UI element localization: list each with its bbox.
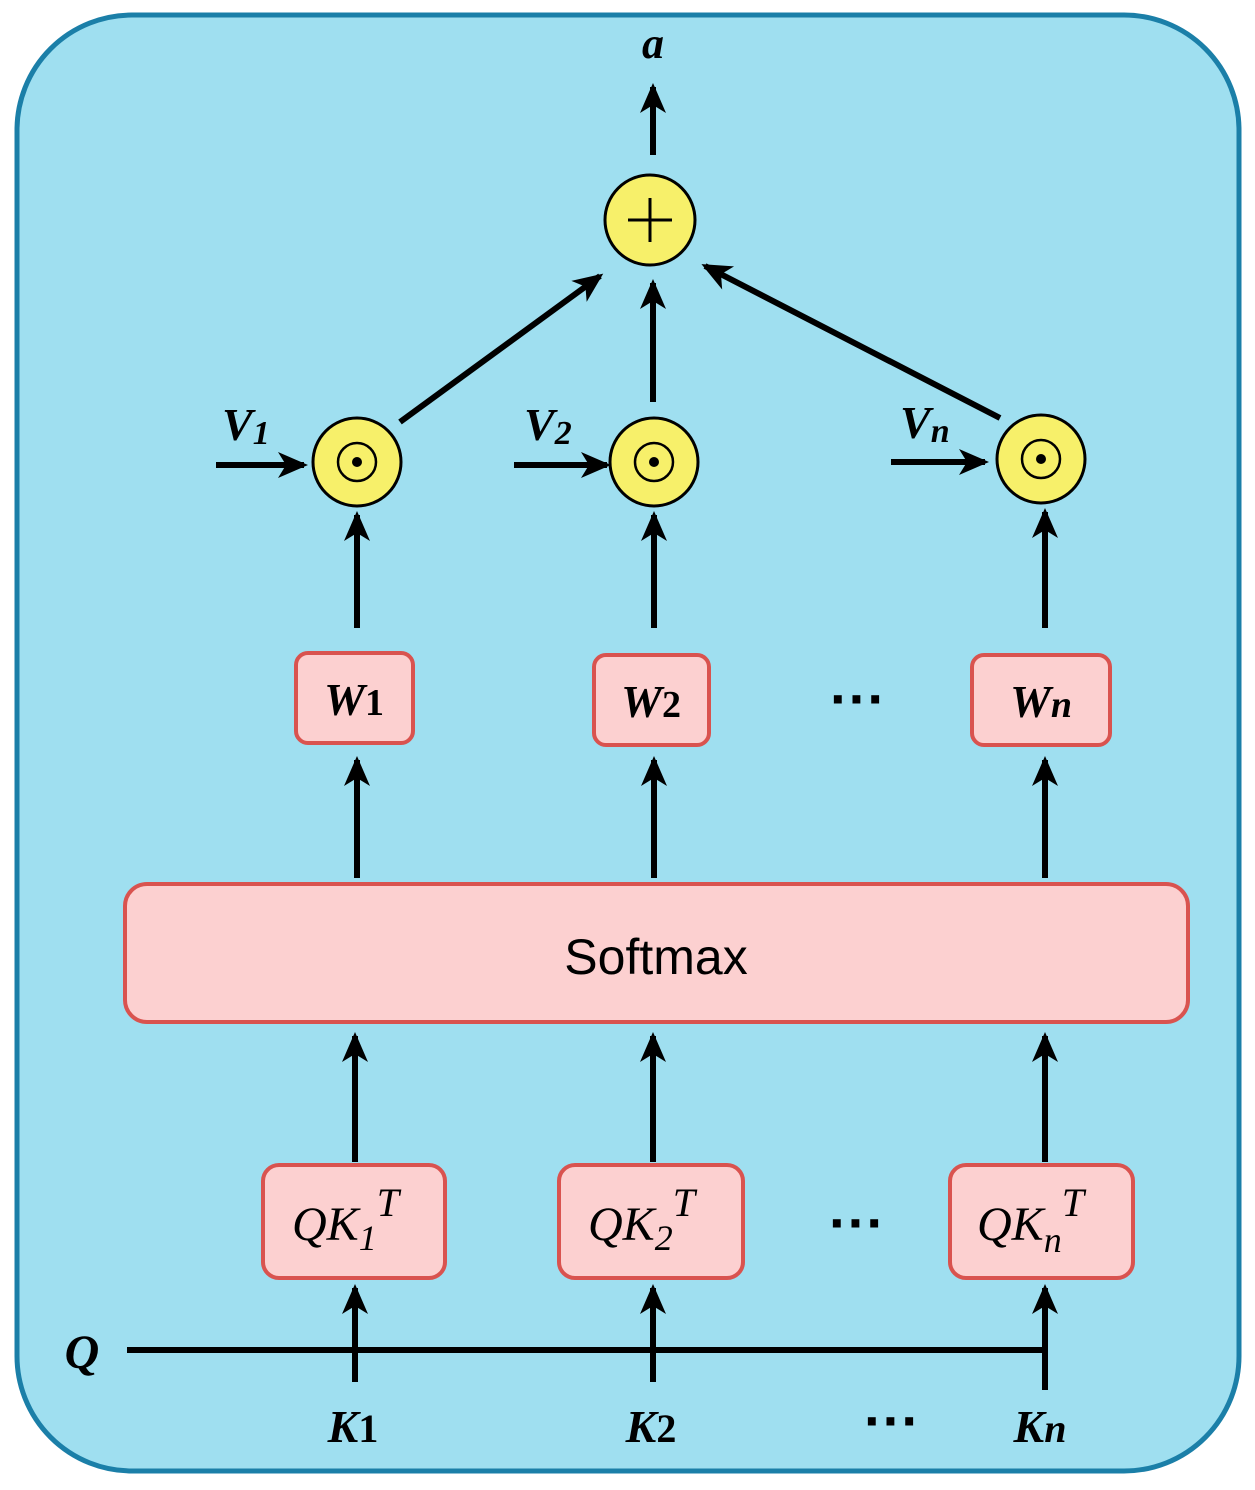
score-box-2: QK2T xyxy=(557,1163,745,1280)
keys-ellipsis: ··· xyxy=(864,1389,920,1452)
key-label-2: K2 xyxy=(625,1401,677,1452)
weight-box-n: Wn xyxy=(970,653,1112,747)
value-label-1: V1 xyxy=(222,399,270,452)
score-box-1: QK1T xyxy=(261,1163,447,1280)
output-label: a xyxy=(642,19,664,68)
value-label-2: V2 xyxy=(524,399,572,452)
value-label-n: Vn xyxy=(900,397,950,450)
svg-text:QKnT: QKnT xyxy=(977,1180,1087,1260)
svg-text:W1: W1 xyxy=(324,674,384,725)
svg-text:QK1T: QK1T xyxy=(292,1180,402,1258)
weights-ellipsis: ··· xyxy=(830,667,886,730)
product-node-n xyxy=(995,413,1087,505)
arrow-product1-to-sum xyxy=(398,273,604,425)
svg-text:Wn: Wn xyxy=(1010,676,1072,727)
product-node-1 xyxy=(311,416,403,508)
product-node-2 xyxy=(608,416,700,508)
softmax-label: Softmax xyxy=(564,929,747,985)
circle-dot-icon xyxy=(1020,438,1062,480)
score-box-n: QKnT xyxy=(948,1163,1135,1280)
circle-plus-icon xyxy=(628,198,672,242)
arrow-productn-to-sum xyxy=(701,263,1002,421)
sum-node xyxy=(603,173,697,267)
connectors xyxy=(127,83,1058,1390)
weight-box-2: W2 xyxy=(592,653,711,747)
svg-text:QK2T: QK2T xyxy=(588,1180,698,1258)
query-label: Q xyxy=(65,1326,100,1379)
key-label-1: K1 xyxy=(327,1401,379,1452)
svg-text:W2: W2 xyxy=(621,676,681,727)
weight-box-1: W1 xyxy=(294,651,415,745)
circle-dot-icon xyxy=(633,441,675,483)
key-label-n: Kn xyxy=(1013,1401,1067,1452)
scores-ellipsis: ··· xyxy=(829,1191,885,1254)
circle-dot-icon xyxy=(336,441,378,483)
softmax-box: Softmax xyxy=(123,882,1190,1024)
